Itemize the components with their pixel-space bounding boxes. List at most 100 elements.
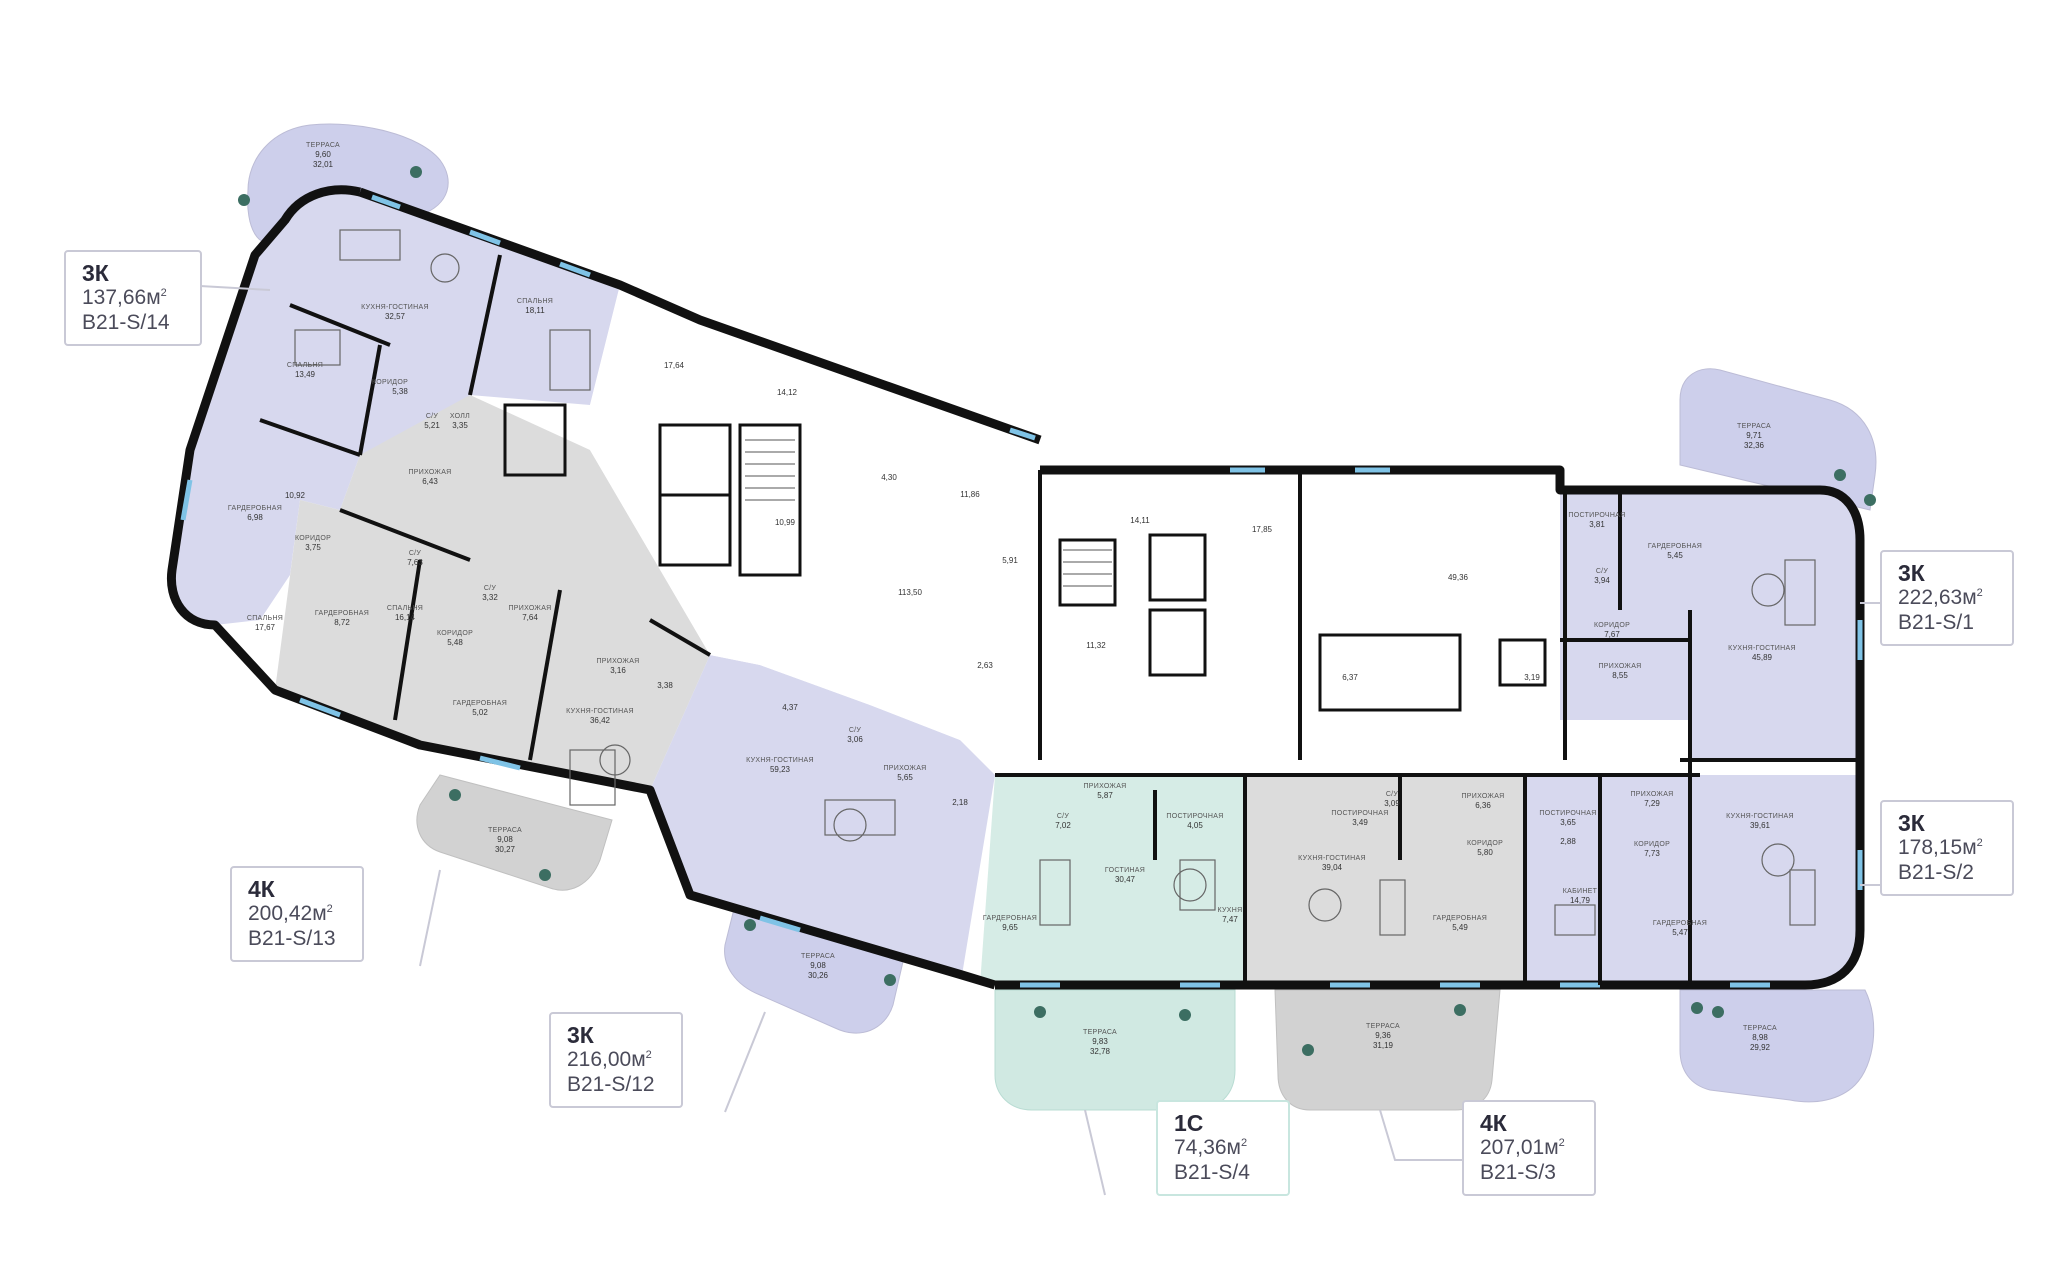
furniture (294, 229, 1816, 936)
apartment-code: B21-S/2 (1898, 860, 1974, 884)
svg-text:5,38: 5,38 (392, 387, 408, 396)
svg-text:ПОСТИРОЧНАЯ: ПОСТИРОЧНАЯ (1166, 813, 1223, 820)
svg-text:7,47: 7,47 (1222, 915, 1238, 924)
terrace-s13[interactable] (416, 774, 613, 891)
svg-text:КОРИДОР: КОРИДОР (437, 630, 473, 637)
svg-text:КУХНЯ-ГОСТИНАЯ: КУХНЯ-ГОСТИНАЯ (746, 757, 814, 764)
stair-treads (745, 439, 1112, 587)
apartment-code: B21-S/4 (1174, 1160, 1250, 1184)
svg-text:ПРИХОЖАЯ: ПРИХОЖАЯ (883, 765, 926, 772)
apartment-card-s3[interactable]: 4К 207,01м2 B21-S/3 (1462, 1100, 1596, 1196)
svg-text:30,26: 30,26 (808, 971, 829, 980)
svg-text:30,27: 30,27 (495, 845, 516, 854)
terrace-s4[interactable] (994, 989, 1236, 1111)
svg-text:2,88: 2,88 (1560, 837, 1576, 846)
svg-text:3,65: 3,65 (1560, 818, 1576, 827)
svg-text:17,85: 17,85 (1252, 525, 1273, 534)
apartment-s4-fill[interactable] (980, 775, 1245, 985)
apartment-s1-fill[interactable] (1560, 490, 1860, 760)
apartment-area: 216,00м2 (567, 1048, 652, 1072)
svg-text:36,42: 36,42 (590, 716, 611, 725)
svg-text:3,09: 3,09 (1384, 799, 1400, 808)
svg-text:5,47: 5,47 (1672, 928, 1688, 937)
svg-text:29,92: 29,92 (1750, 1043, 1771, 1052)
svg-text:ТЕРРАСА: ТЕРРАСА (1083, 1029, 1117, 1036)
svg-text:КУХНЯ-ГОСТИНАЯ: КУХНЯ-ГОСТИНАЯ (1298, 855, 1366, 862)
svg-text:С/У: С/У (1386, 791, 1399, 798)
apartment-type: 1С (1174, 1110, 1204, 1136)
terrace-s3[interactable] (1274, 989, 1501, 1111)
svg-text:ТЕРРАСА: ТЕРРАСА (488, 827, 522, 834)
apartment-code: B21-S/3 (1480, 1160, 1556, 1184)
svg-text:49,36: 49,36 (1448, 573, 1469, 582)
svg-text:КУХНЯ: КУХНЯ (1218, 907, 1243, 914)
apartment-card-s1[interactable]: 3К 222,63м2 B21-S/1 (1880, 550, 2014, 646)
terrace-s1[interactable] (1679, 368, 1877, 511)
apartment-card-s4[interactable]: 1С 74,36м2 B21-S/4 (1156, 1100, 1290, 1196)
apartment-s13-fill[interactable] (275, 395, 710, 790)
svg-text:7,64: 7,64 (522, 613, 538, 622)
svg-text:ПРИХОЖАЯ: ПРИХОЖАЯ (408, 469, 451, 476)
apartment-area: 207,01м2 (1480, 1136, 1565, 1160)
svg-text:3,75: 3,75 (305, 543, 321, 552)
svg-text:ГАРДЕРОБНАЯ: ГАРДЕРОБНАЯ (453, 700, 507, 707)
svg-text:45,89: 45,89 (1752, 653, 1773, 662)
svg-text:9,08: 9,08 (810, 961, 826, 970)
svg-text:4,30: 4,30 (881, 473, 897, 482)
leader-lines (199, 285, 1880, 1196)
apartment-code: B21-S/1 (1898, 610, 1974, 634)
svg-text:ГАРДЕРОБНАЯ: ГАРДЕРОБНАЯ (1648, 543, 1702, 550)
svg-text:2,63: 2,63 (977, 661, 993, 670)
apartment-area: 222,63м2 (1898, 586, 1983, 610)
svg-text:3,38: 3,38 (657, 681, 673, 690)
svg-text:КАБИНЕТ: КАБИНЕТ (1563, 888, 1598, 895)
svg-text:ГАРДЕРОБНАЯ: ГАРДЕРОБНАЯ (1433, 915, 1487, 922)
svg-text:КУХНЯ-ГОСТИНАЯ: КУХНЯ-ГОСТИНАЯ (1728, 645, 1796, 652)
apartment-card-s14[interactable]: 3К 137,66м2 B21-S/14 (64, 250, 202, 346)
apartment-card-s12[interactable]: 3К 216,00м2 B21-S/12 (549, 1012, 683, 1108)
apartment-s14-fill[interactable] (171, 189, 621, 626)
apartment-type: 3К (567, 1022, 594, 1048)
apartment-s2-cabinet-fill[interactable] (1525, 775, 1700, 985)
svg-text:11,32: 11,32 (1086, 641, 1106, 650)
svg-text:ПОСТИРОЧНАЯ: ПОСТИРОЧНАЯ (1539, 810, 1596, 817)
svg-text:3,06: 3,06 (847, 735, 863, 744)
svg-text:ГОСТИНАЯ: ГОСТИНАЯ (1105, 867, 1145, 874)
svg-text:ХОЛЛ: ХОЛЛ (450, 413, 470, 420)
apartment-s12-fill[interactable] (650, 655, 995, 975)
apartment-type: 3К (82, 260, 109, 286)
svg-text:9,71: 9,71 (1746, 431, 1762, 440)
svg-text:КОРИДОР: КОРИДОР (372, 379, 408, 386)
svg-text:5,02: 5,02 (472, 708, 488, 717)
svg-text:КОРИДОР: КОРИДОР (295, 535, 331, 542)
svg-text:39,61: 39,61 (1750, 821, 1771, 830)
svg-text:ГАРДЕРОБНАЯ: ГАРДЕРОБНАЯ (1653, 920, 1707, 927)
svg-text:113,50: 113,50 (898, 588, 922, 597)
apartment-s2-fill[interactable] (1690, 775, 1860, 985)
svg-text:С/У: С/У (426, 413, 439, 420)
apartment-card-s2[interactable]: 3К 178,15м2 B21-S/2 (1880, 800, 2014, 896)
svg-text:С/У: С/У (1057, 813, 1070, 820)
svg-text:ТЕРРАСА: ТЕРРАСА (1366, 1023, 1400, 1030)
interior-walls (259, 254, 1860, 985)
windows (180, 194, 1863, 988)
apartment-code: B21-S/14 (82, 310, 170, 334)
svg-text:3,94: 3,94 (1594, 576, 1610, 585)
svg-text:17,64: 17,64 (664, 361, 685, 370)
plant-icons (238, 166, 1876, 1056)
svg-text:13,49: 13,49 (295, 370, 316, 379)
svg-text:2,18: 2,18 (952, 798, 968, 807)
terrace-s2[interactable] (1679, 989, 1875, 1103)
svg-text:ПРИХОЖАЯ: ПРИХОЖАЯ (1083, 783, 1126, 790)
apartment-card-s13[interactable]: 4К 200,42м2 B21-S/13 (230, 866, 364, 962)
svg-text:3,35: 3,35 (452, 421, 468, 430)
svg-text:5,49: 5,49 (1452, 923, 1468, 932)
svg-text:7,63: 7,63 (407, 558, 423, 567)
svg-text:С/У: С/У (849, 727, 862, 734)
svg-text:32,01: 32,01 (313, 160, 334, 169)
apartment-area: 74,36м2 (1174, 1136, 1248, 1160)
svg-text:ПРИХОЖАЯ: ПРИХОЖАЯ (596, 658, 639, 665)
svg-text:32,57: 32,57 (385, 312, 406, 321)
svg-text:6,36: 6,36 (1475, 801, 1491, 810)
svg-text:СПАЛЬНЯ: СПАЛЬНЯ (387, 605, 423, 612)
